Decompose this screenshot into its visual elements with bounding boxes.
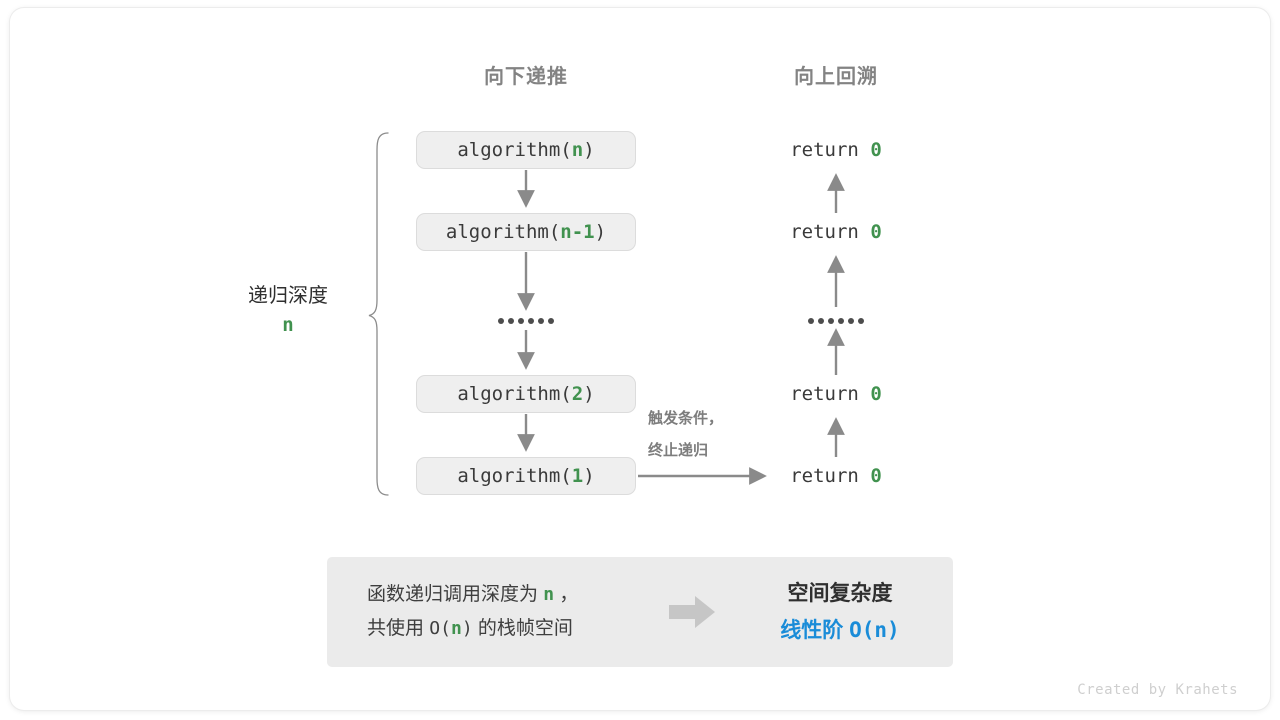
complexity-summary-result: 空间复杂度 线性阶 O(n) [727,576,953,649]
return-value: 0 [870,383,882,405]
summary-arrow-wrap [657,596,727,628]
heading-upward-backtrack: 向上回溯 [794,66,878,88]
termination-note-line1: 触发条件， [648,410,724,427]
call-box-arg: 2 [571,383,584,405]
recursion-depth-title: 递归深度 [248,285,328,307]
call-box-close: ) [583,139,595,161]
call-box-name: algorithm( [457,139,572,161]
call-box-arg: n [571,139,584,161]
summary-line1-text-b: ， [554,584,579,605]
call-box-arg: 1 [571,465,584,487]
call-box-name: algorithm( [457,465,572,487]
return-statement-2: return 0 [790,383,882,405]
summary-line2-o: O( [429,618,451,639]
call-box-n-minus-1: algorithm(n-1) [416,213,636,251]
complexity-summary-panel: 函数递归调用深度为 n ， 共使用 O(n) 的栈帧空间 空间复杂度 线性阶 O… [327,557,953,667]
return-statement-1: return 0 [790,221,882,243]
credit-text: Created by Krahets [1077,682,1238,698]
summary-line1-text-a: 函数递归调用深度为 [367,584,544,605]
call-box-close: ) [583,465,595,487]
termination-condition-note: 触发条件， 终止递归 [648,403,723,467]
call-box-name: algorithm( [445,221,561,243]
return-value: 0 [870,139,882,161]
summary-line2-text-a: 共使用 [367,618,430,639]
return-value: 0 [870,221,882,243]
return-keyword: return [790,383,859,405]
recursion-depth-value: n [282,314,294,336]
return-value: 0 [870,465,882,487]
depth-brace-icon [368,132,389,496]
complexity-summary-description: 函数递归调用深度为 n ， 共使用 O(n) 的栈帧空间 [327,578,657,646]
space-complexity-title: 空间复杂度 [787,581,893,605]
call-box-close: ) [594,221,607,243]
call-box-name: algorithm( [457,383,572,405]
summary-line2-var: n [450,618,462,639]
summary-line1-var: n [543,584,555,605]
call-box-1: algorithm(1) [416,457,636,495]
return-statement-3: return 0 [790,465,882,487]
call-box-arg: n-1 [560,221,595,243]
right-arrow-icon [669,596,715,628]
heading-downward-recursion: 向下递推 [484,66,568,88]
recursion-depth-label: 递归深度 n [248,281,328,339]
call-box-2: algorithm(2) [416,375,636,413]
complexity-big-o: O(n) [849,617,900,642]
return-statement-0: return 0 [790,139,882,161]
termination-note-line2: 终止递归 [648,442,709,459]
call-box-n: algorithm(n) [416,131,636,169]
return-keyword: return [790,139,859,161]
summary-line-2: 共使用 O(n) 的栈帧空间 [367,612,657,646]
summary-line-1: 函数递归调用深度为 n ， [367,578,657,612]
space-complexity-value: 线性阶 O(n) [727,612,953,649]
call-box-close: ) [583,383,595,405]
ellipsis-left-icon [498,318,554,324]
summary-line2-text-b: 的栈帧空间 [472,618,573,639]
ellipsis-right-icon [808,318,864,324]
return-keyword: return [790,465,859,487]
return-keyword: return [790,221,859,243]
summary-line2-close: ) [461,618,473,639]
complexity-order-label: 线性阶 [780,618,844,642]
